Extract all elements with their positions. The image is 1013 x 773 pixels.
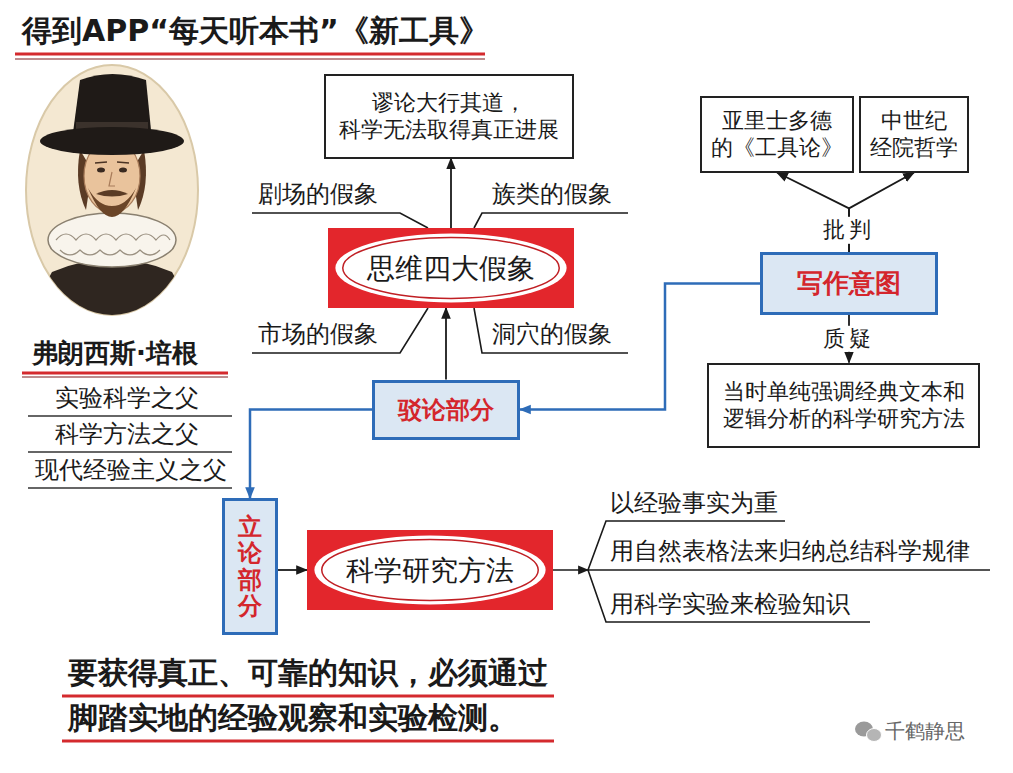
node-text: 驳论部分	[398, 395, 494, 425]
text-line: 的《工具论》	[711, 134, 843, 162]
text-line: 中世纪	[870, 107, 958, 135]
section-box: 驳论部分	[372, 380, 520, 440]
idol-label: 剧场的假象	[258, 180, 378, 209]
node-text: 亚里士多德 的《工具论》	[711, 107, 843, 162]
node-text: 中世纪 经院哲学	[870, 107, 958, 162]
node-text: 写作意图	[797, 267, 901, 300]
portrait	[20, 65, 205, 330]
text-box: 亚里士多德 的《工具论》	[700, 96, 854, 173]
node-text: 当时单纯强调经典文本和 逻辑分析的科学研究方法	[723, 378, 965, 433]
text-line: 科学研究方法	[346, 553, 514, 588]
highlight-box: 科学研究方法	[307, 530, 553, 610]
honor-label: 现代经验主义之父	[35, 456, 227, 485]
text-line: 写作意图	[797, 267, 901, 300]
node-text: 科学研究方法	[346, 553, 514, 588]
text-line: 驳论部分	[398, 395, 494, 425]
connector	[250, 410, 372, 499]
name-underlines	[22, 373, 232, 488]
text-line: 当时单纯强调经典文本和	[723, 378, 965, 406]
branch-lines	[550, 521, 990, 622]
node-text: 谬论大行其道， 科学无法取得真正进展	[339, 89, 559, 144]
honor-label: 科学方法之父	[55, 420, 199, 449]
edge-label: 批判	[820, 217, 878, 243]
node-text: 立论部分	[238, 514, 262, 620]
connector	[278, 569, 307, 571]
text-line: 脚踏实地的经验观察和实验检测。	[68, 695, 548, 740]
text-box: 当时单纯强调经典文本和 逻辑分析的科学研究方法	[707, 363, 980, 448]
leader-lines	[252, 213, 628, 353]
wechat-icon	[855, 722, 882, 742]
caption-underlines	[62, 696, 554, 741]
node-text: 思维四大假象	[367, 251, 535, 286]
name-label: 弗朗西斯·培根	[32, 338, 198, 369]
text-line: 经院哲学	[870, 134, 958, 162]
text-line: 逻辑分析的科学研究方法	[723, 405, 965, 433]
honor-label: 实验科学之父	[55, 384, 199, 413]
text-box: 谬论大行其道， 科学无法取得真正进展	[324, 74, 574, 159]
title-underline	[15, 54, 485, 59]
edge-label: 质疑	[820, 325, 878, 351]
text-box: 中世纪 经院哲学	[859, 96, 969, 173]
text-line: 谬论大行其道，	[339, 89, 559, 117]
idol-label: 市场的假象	[258, 320, 378, 349]
connector	[445, 308, 447, 380]
watermark: 千鹤静思	[885, 719, 965, 743]
method-label: 用自然表格法来归纳总结科学规律	[610, 537, 970, 566]
section-box: 立论部分	[222, 498, 278, 635]
text-line: 科学无法取得真正进展	[339, 116, 559, 144]
idol-label: 洞穴的假象	[492, 320, 612, 349]
text-line: 亚里士多德	[711, 107, 843, 135]
method-label: 以经验事实为重	[610, 489, 778, 518]
section-box: 写作意图	[760, 252, 938, 315]
idol-label: 族类的假象	[492, 180, 612, 209]
highlight-box: 思维四大假象	[328, 228, 574, 308]
text-line: 要获得真正、可靠的知识，必须通过	[68, 650, 548, 695]
title: 得到APP“每天听本书”《新工具》	[22, 12, 489, 50]
caption: 要获得真正、可靠的知识，必须通过 脚踏实地的经验观察和实验检测。	[68, 650, 548, 740]
text-line: 思维四大假象	[367, 251, 535, 286]
method-label: 用科学实验来检验知识	[610, 590, 850, 619]
connector	[450, 159, 452, 229]
